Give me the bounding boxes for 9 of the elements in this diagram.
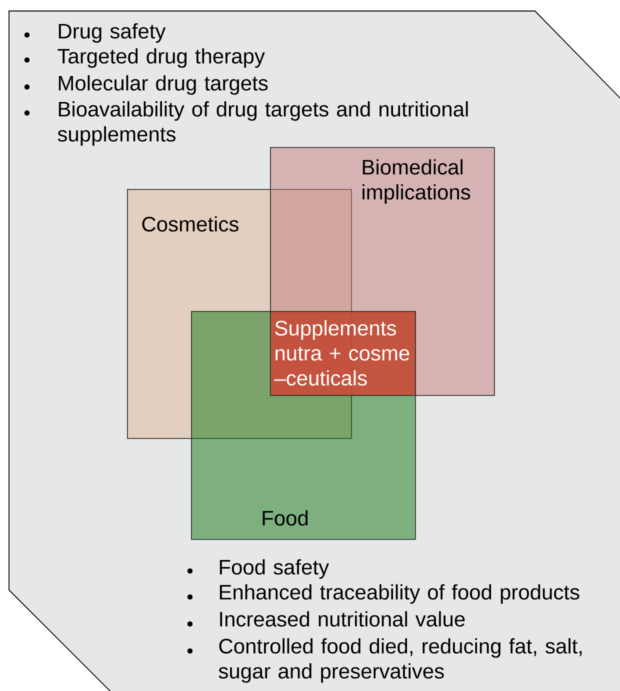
supplements-box: Supplements nutra + cosme –ceuticals <box>270 311 416 396</box>
bullet-item: Increased nutritional value <box>220 611 465 627</box>
bullet-item: Bioavailability of drug targets and nutritional supplements <box>58 101 468 146</box>
bullet-item: Molecular drug targets <box>58 75 268 95</box>
bullet-item: Food safety <box>220 559 330 579</box>
bullet-item: Targeted drug therapy <box>58 48 265 68</box>
bullet-item: Controlled food died, reducing fat, salt, sugar and preservatives <box>218 638 582 683</box>
bullet-item: Drug safety <box>58 23 166 43</box>
bullet-item: Enhanced traceability of food products <box>220 584 580 604</box>
